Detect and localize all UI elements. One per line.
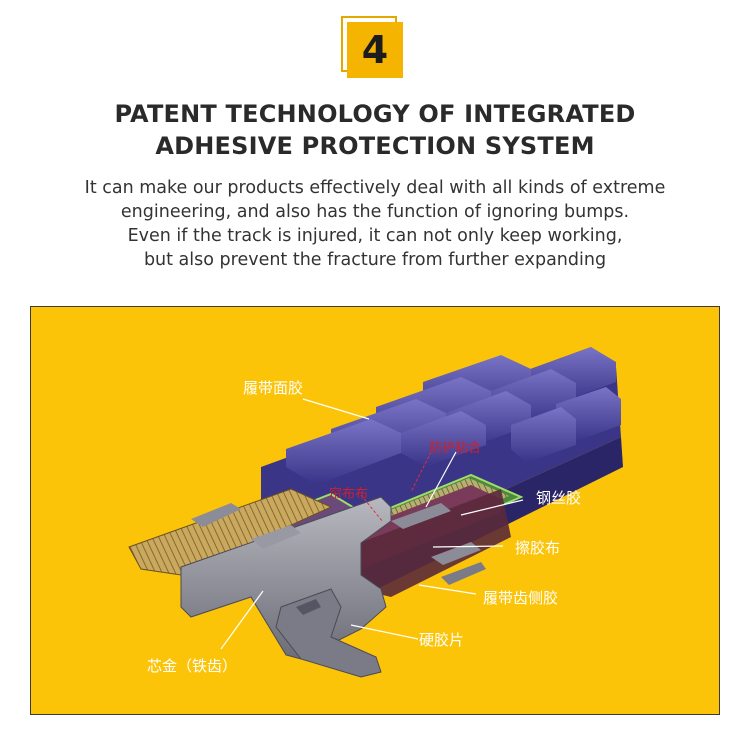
track-cross-section-diagram: 履带面胶 防护粘合 帘布布 钢丝胶 擦胶布 履带齿侧胶 硬胶片 芯金（铁齿） (30, 306, 720, 715)
label-steel-cord-rubber: 钢丝胶 (536, 489, 582, 507)
section-description: It can make our products effectively dea… (0, 176, 750, 272)
section-title-line-1: PATENT TECHNOLOGY OF INTEGRATED (114, 100, 636, 128)
description-line-3: Even if the track is injured, it can not… (127, 226, 623, 246)
label-cord-fabric: 帘布布 (329, 487, 369, 502)
core-metal (180, 496, 486, 678)
step-number-badge: 4 (341, 16, 403, 78)
description-line-4: but also prevent the fracture from furth… (143, 250, 607, 270)
tread-blocks (286, 347, 621, 485)
rubbing-fabric-layer (331, 485, 511, 597)
badge-number: 4 (347, 22, 403, 78)
track-illustration (128, 347, 623, 678)
leader-lines (220, 398, 524, 650)
label-protective-bonding: 防护粘合 (429, 441, 482, 456)
label-side-rubber: 履带齿侧胶 (483, 589, 559, 607)
label-rubbing-fabric: 擦胶布 (515, 539, 561, 557)
label-tread-rubber: 履带面胶 (243, 379, 304, 397)
label-hard-rubber-sheet: 硬胶片 (419, 631, 465, 649)
section-title-line-2: ADHESIVE PROTECTION SYSTEM (155, 132, 595, 160)
label-core-metal: 芯金（铁齿） (147, 657, 238, 675)
description-line-2: engineering, and also has the function o… (120, 202, 630, 222)
red-leader-lines (360, 451, 432, 523)
description-line-1: It can make our products effectively dea… (84, 178, 666, 198)
section-title: PATENT TECHNOLOGY OF INTEGRATED ADHESIVE… (0, 98, 750, 162)
